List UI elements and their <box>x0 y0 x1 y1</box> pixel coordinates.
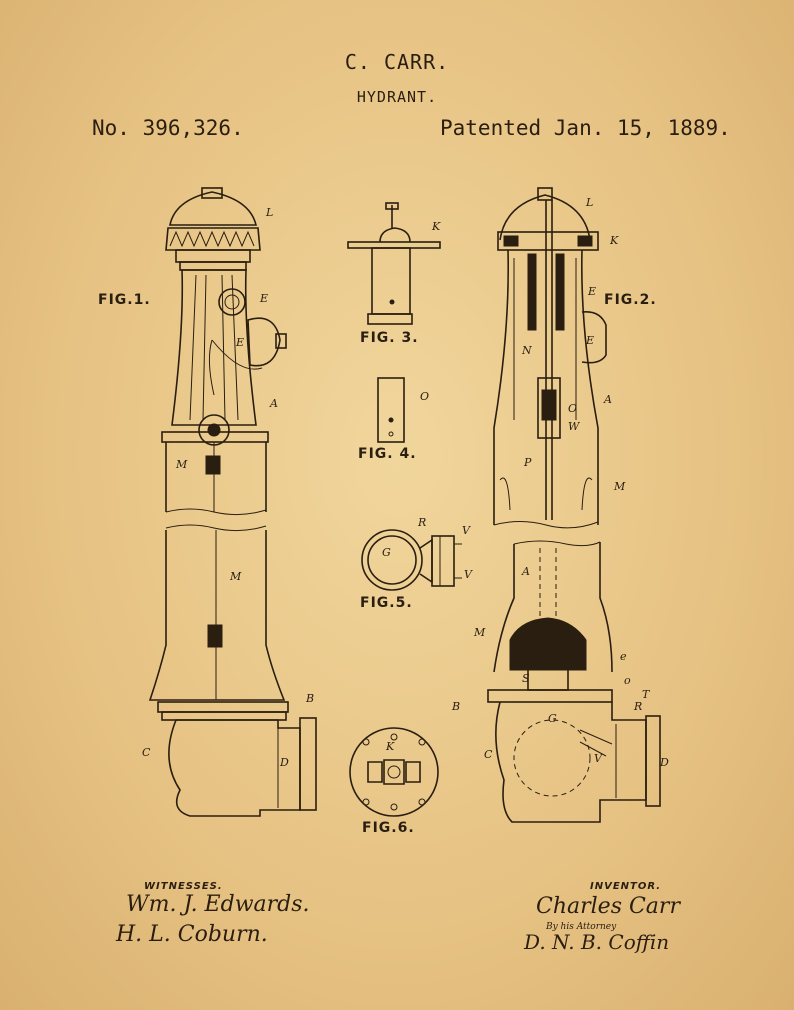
fig6-label: FIG.6. <box>362 820 415 836</box>
ref-label: K <box>386 740 395 753</box>
fig1-label: FIG.1. <box>98 292 151 308</box>
ref-label: M <box>176 458 188 471</box>
fig2-label: FIG.2. <box>604 292 657 308</box>
ref-label: B <box>452 700 461 713</box>
fig3-drawing <box>347 202 441 325</box>
ref-label: D <box>280 756 289 769</box>
ref-label: L <box>586 196 594 209</box>
ref-label: o <box>624 674 631 687</box>
patent-date: Patented Jan. 15, 1889. <box>440 116 731 140</box>
ref-label: A <box>522 565 530 578</box>
ref-label: K <box>610 234 619 247</box>
ref-label: E <box>260 292 269 305</box>
ref-label: G <box>548 712 557 725</box>
inventor-signature: Charles Carr <box>536 894 680 919</box>
ref-label: A <box>270 397 278 410</box>
fig5-drawing <box>361 529 462 591</box>
ref-label: A <box>604 393 612 406</box>
ref-label: O <box>568 402 578 415</box>
patent-number: No. 396,326. <box>92 116 244 140</box>
ref-label: C <box>142 746 151 759</box>
ref-label: S <box>522 672 530 685</box>
inventor-label: INVENTOR. <box>590 881 662 892</box>
ref-label: V <box>464 568 472 581</box>
ref-label: V <box>462 524 470 537</box>
inventor-name: C. CARR. <box>344 50 450 74</box>
ref-label: N <box>522 344 532 357</box>
ref-label: W <box>568 420 580 433</box>
ref-label: R <box>418 516 427 529</box>
ref-label: P <box>524 456 532 469</box>
ref-label: L <box>266 206 274 219</box>
fig3-label: FIG. 3. <box>360 330 419 346</box>
fig6-drawing <box>349 727 439 817</box>
fig2-upper-drawing <box>493 187 607 529</box>
ref-label: M <box>474 626 486 639</box>
ref-label: B <box>306 692 315 705</box>
ref-label: M <box>614 480 626 493</box>
ref-label: O <box>420 390 430 403</box>
ref-label: E <box>588 285 597 298</box>
ref-label: C <box>484 748 493 761</box>
fig4-drawing <box>377 377 405 443</box>
patent-title: HYDRANT. <box>356 88 438 106</box>
ref-label: E <box>236 336 245 349</box>
ref-label: e <box>620 650 627 663</box>
fig1-upper-drawing <box>161 187 287 516</box>
fig4-label: FIG. 4. <box>358 446 417 462</box>
witness-signature-1: Wm. J. Edwards. <box>126 892 310 917</box>
fig2-lower-drawing <box>487 540 661 823</box>
attorney-signature: D. N. B. Coffin <box>524 930 670 954</box>
ref-label: D <box>660 756 669 769</box>
ref-label: M <box>230 570 242 583</box>
ref-label: R <box>634 700 643 713</box>
ref-label: V <box>594 752 602 765</box>
witnesses-label: WITNESSES. <box>144 881 223 892</box>
ref-label: T <box>642 688 650 701</box>
ref-label: G <box>382 546 391 559</box>
attorney-line: By his Attorney <box>546 922 617 932</box>
witness-signature-2: H. L. Coburn. <box>116 922 268 947</box>
ref-label: K <box>432 220 441 233</box>
fig5-label: FIG.5. <box>360 595 413 611</box>
ref-label: E <box>586 334 595 347</box>
fig1-lower-drawing <box>148 524 317 817</box>
